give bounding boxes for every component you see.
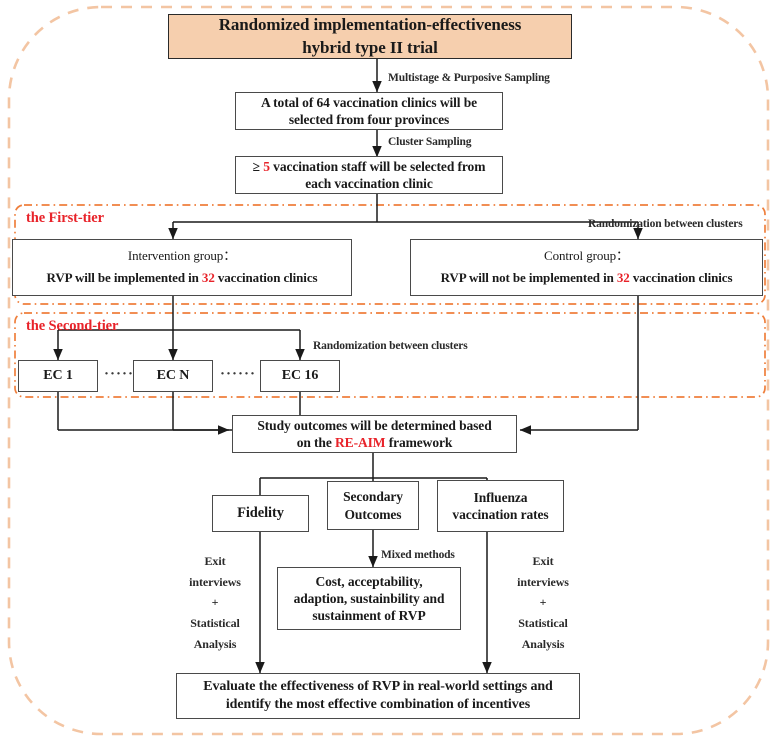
control-group-box: Control group： RVP will not be implement… [410,239,763,296]
exit-left-line-3: + [211,595,219,610]
conclusion-line-1: Evaluate the effectiveness of RVP in rea… [203,679,553,695]
cost-line-1: Cost, acceptability, [315,573,423,589]
clinics-box: A total of 64 vaccination clinics will b… [235,92,503,130]
ec-box-n-label: EC N [156,368,190,384]
exit-right-line-1: Exit [532,554,554,568]
staff-line-2: each vaccination clinic [305,176,433,191]
sampling-label-1: Multistage & Purposive Sampling [388,72,550,84]
second-tier-label: the Second-tier [26,318,119,334]
intervention-body-pre: RVP will be implemented in [46,270,202,285]
ec-box-16: EC 16 [260,360,340,392]
ec-box-n: EC N [133,360,213,392]
exit-interviews-right: Exit interviews + Statistical Analysis [495,551,591,654]
conclusion-line-2: identify the most effective combination … [225,697,531,712]
exit-right-line-5: Analysis [521,636,565,651]
secondary-outcomes-box: Secondary Outcomes [327,481,419,530]
influenza-rates-box: Influenza vaccination rates [437,480,564,532]
tier2-randomization-label: Randomization between clusters [313,340,468,352]
ec-ellipsis-right: ······ [220,366,257,382]
intervention-body-post: vaccination clinics [214,270,318,285]
exit-left-line-5: Analysis [193,636,237,651]
conclusion-box: Evaluate the effectiveness of RVP in rea… [176,673,580,719]
exit-interviews-left: Exit interviews + Statistical Analysis [167,551,263,654]
staff-line-1-post: vaccination staff will be selected from [269,158,486,174]
first-tier-label: the First-tier [26,210,104,226]
outcomes-line-2-post: framework [385,435,453,450]
secondary-line-2: Outcomes [344,506,402,522]
fidelity-label: Fidelity [237,505,284,522]
outcomes-line-2-pre: on the [296,435,336,450]
control-body: RVP will not be implemented in 32 vaccin… [441,270,733,287]
fidelity-box: Fidelity [212,495,309,532]
intervention-body: RVP will be implemented in 32 vaccinatio… [47,270,318,287]
control-body-pre: RVP will not be implemented in [440,270,617,285]
staff-count: 5 [263,158,270,174]
outcomes-line-2: on the RE-AIM framework [297,434,453,451]
control-heading: Control group： [544,248,629,264]
intervention-heading: Intervention group： [127,248,237,264]
re-aim-label: RE-AIM [335,435,386,450]
title-line-1: Randomized implementation-effectiveness [218,15,522,35]
secondary-line-1: Secondary [343,489,403,505]
first-tier-border [14,204,766,305]
ec-box-16-label: EC 16 [281,368,319,384]
influenza-line-1: Influenza [473,489,528,505]
exit-right-line-3: + [539,595,547,610]
clinics-line-1: A total of 64 vaccination clinics will b… [260,94,477,110]
intervention-group-box: Intervention group： RVP will be implemen… [12,239,352,296]
ec-box-1: EC 1 [18,360,98,392]
tier1-randomization-label: Randomization between clusters [588,218,743,230]
second-tier-border [14,312,766,398]
exit-left-line-2: interviews [189,574,241,589]
title-line-2: hybrid type II trial [302,37,438,57]
ec-ellipsis-left: ······ [104,366,141,382]
control-clinic-count: 32 [616,270,630,285]
exit-right-line-2: interviews [517,574,569,589]
ec-box-1-label: EC 1 [43,368,73,384]
study-outcomes-box: Study outcomes will be determined based … [232,415,517,453]
cost-box: Cost, acceptability, adaption, sustainbi… [277,567,461,630]
influenza-line-2: vaccination rates [452,507,549,522]
exit-right-line-4: Statistical [518,615,568,630]
title-box: Randomized implementation-effectiveness … [168,14,572,59]
cost-line-3: sustainment of RVP [312,608,426,624]
outcomes-line-1: Study outcomes will be determined based [257,417,492,433]
sampling-label-2: Cluster Sampling [388,136,472,148]
clinics-line-2: selected from four provinces [288,112,450,127]
exit-left-line-4: Statistical [190,615,240,630]
staff-box: ≥ 5 vaccination staff will be selected f… [235,156,503,194]
intervention-clinic-count: 32 [201,270,215,285]
staff-line-1-pre: ≥ [252,158,264,174]
control-body-post: vaccination clinics [629,270,733,285]
staff-line-1: ≥ 5 vaccination staff will be selected f… [253,158,486,175]
exit-left-line-1: Exit [204,554,226,568]
cost-line-2: adaption, sustainbility and [293,590,445,606]
mixed-methods-label: Mixed methods [381,549,455,561]
outer-dashed-border [7,5,770,736]
